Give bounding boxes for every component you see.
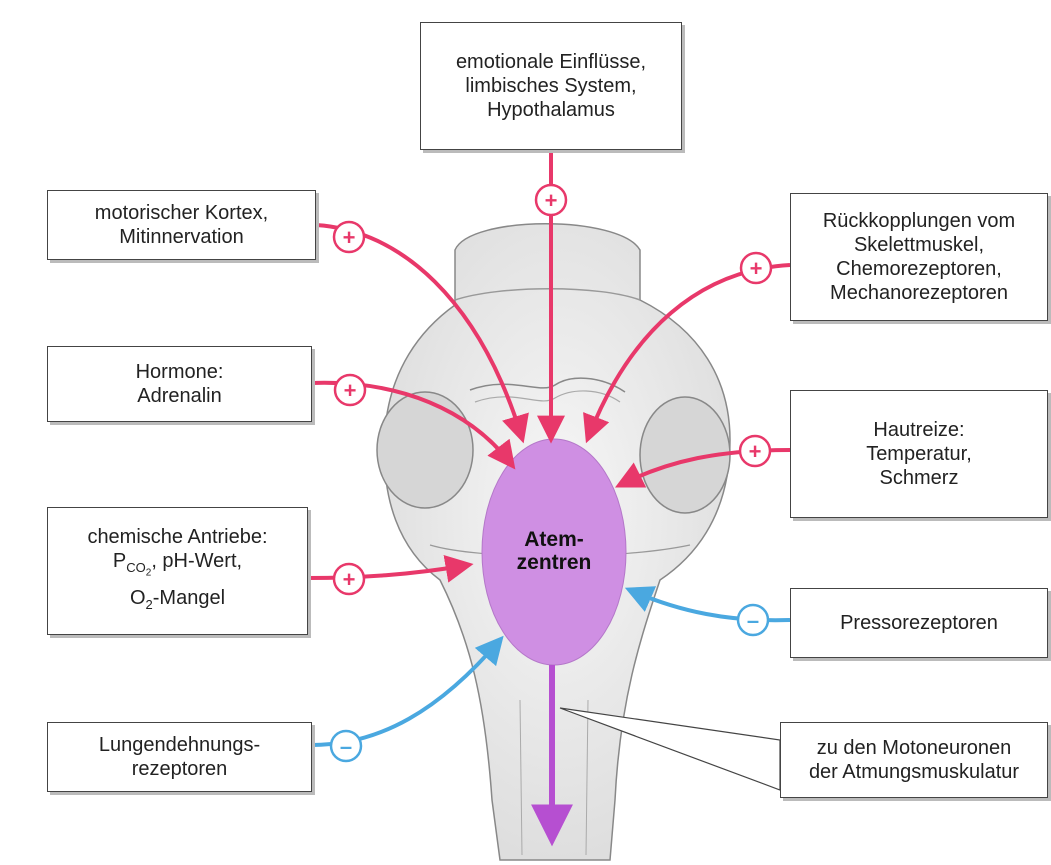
box-hormones: Hormone: Adrenalin <box>47 346 312 422</box>
svg-text:+: + <box>344 378 357 403</box>
svg-text:–: – <box>340 734 352 759</box>
center-label-line1: Atem- <box>494 528 614 551</box>
presso-line-1: Pressorezeptoren <box>840 611 998 635</box>
lung-line-1: Lungendehnungs- <box>99 733 260 757</box>
emotional-line-1: emotionale Einflüsse, <box>456 50 646 74</box>
output-line-2: der Atmungsmuskulatur <box>809 760 1019 784</box>
sign-motor: + <box>334 222 364 252</box>
box-chemical: chemische Antriebe: PCO2, pH-Wert, O2-Ma… <box>47 507 308 635</box>
svg-text:+: + <box>343 567 356 592</box>
output-line-1: zu den Motoneuronen <box>817 736 1012 760</box>
feedback-line-4: Mechanorezeptoren <box>830 281 1008 305</box>
feedback-line-1: Rückkopplungen vom <box>823 209 1015 233</box>
svg-text:–: – <box>747 608 759 633</box>
box-skin: Hautreize: Temperatur, Schmerz <box>790 390 1048 518</box>
box-motor: motorischer Kortex, Mitinnervation <box>47 190 316 260</box>
sign-skin: + <box>740 436 770 466</box>
center-label-line2: zentren <box>494 551 614 574</box>
sign-presso: – <box>738 605 768 635</box>
feedback-line-2: Skelettmuskel, <box>854 233 984 257</box>
pco2-rest: , pH-Wert, <box>151 550 242 572</box>
box-emotional: emotionale Einflüsse, limbisches System,… <box>420 22 682 150</box>
pco2-subscript: CO2 <box>126 560 151 575</box>
sign-emotional: + <box>536 185 566 215</box>
sign-lung: – <box>331 731 361 761</box>
emotional-line-3: Hypothalamus <box>487 98 615 122</box>
svg-text:+: + <box>750 256 763 281</box>
sign-hormones: + <box>335 375 365 405</box>
chemical-line-1: chemische Antriebe: <box>87 525 267 549</box>
box-lung: Lungendehnungs- rezeptoren <box>47 722 312 792</box>
emotional-line-2: limbisches System, <box>465 74 636 98</box>
box-presso: Pressorezeptoren <box>790 588 1048 658</box>
skin-line-1: Hautreize: <box>873 418 964 442</box>
svg-text:+: + <box>749 439 762 464</box>
svg-text:+: + <box>343 225 356 250</box>
box-feedback: Rückkopplungen vom Skelettmuskel, Chemor… <box>790 193 1048 321</box>
pco2-p: P <box>113 550 126 572</box>
sign-feedback: + <box>741 253 771 283</box>
chemical-line-2: PCO2, pH-Wert, <box>113 549 242 586</box>
hormones-line-1: Hormone: <box>136 360 224 384</box>
motor-line-1: motorischer Kortex, <box>95 201 268 225</box>
motor-line-2: Mitinnervation <box>119 225 244 249</box>
skin-line-2: Temperatur, <box>866 442 972 466</box>
skin-line-3: Schmerz <box>880 466 959 490</box>
svg-text:+: + <box>545 188 558 213</box>
chemical-line-3: O2-Mangel <box>130 586 225 617</box>
hormones-line-2: Adrenalin <box>137 384 222 408</box>
sign-chemical: + <box>334 564 364 594</box>
center-label: Atem- zentren <box>494 528 614 574</box>
feedback-line-3: Chemorezeptoren, <box>836 257 1002 281</box>
box-output: zu den Motoneuronen der Atmungsmuskulatu… <box>780 722 1048 798</box>
lung-line-2: rezeptoren <box>132 757 228 781</box>
